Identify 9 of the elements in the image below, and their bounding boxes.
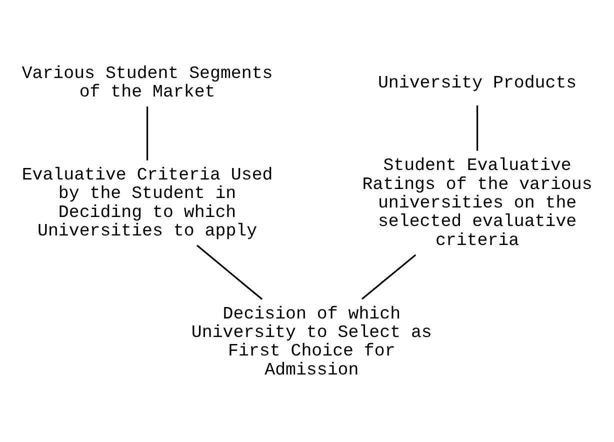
connector <box>476 104 478 150</box>
connector <box>146 106 148 160</box>
node-text: Decision of which University to Select as First Choice for Admission <box>191 304 432 380</box>
node-text: Various Student Segments of the Market <box>22 63 273 102</box>
node-text: University Products <box>378 72 577 93</box>
node-text: Student Evaluative Ratings of the various universities on the selected evaluative criteria <box>362 156 592 250</box>
connector <box>362 254 416 300</box>
node-text: Evaluative Criteria Used by the Student in Deciding to which Universities to apply <box>22 164 273 241</box>
connector <box>196 244 263 300</box>
